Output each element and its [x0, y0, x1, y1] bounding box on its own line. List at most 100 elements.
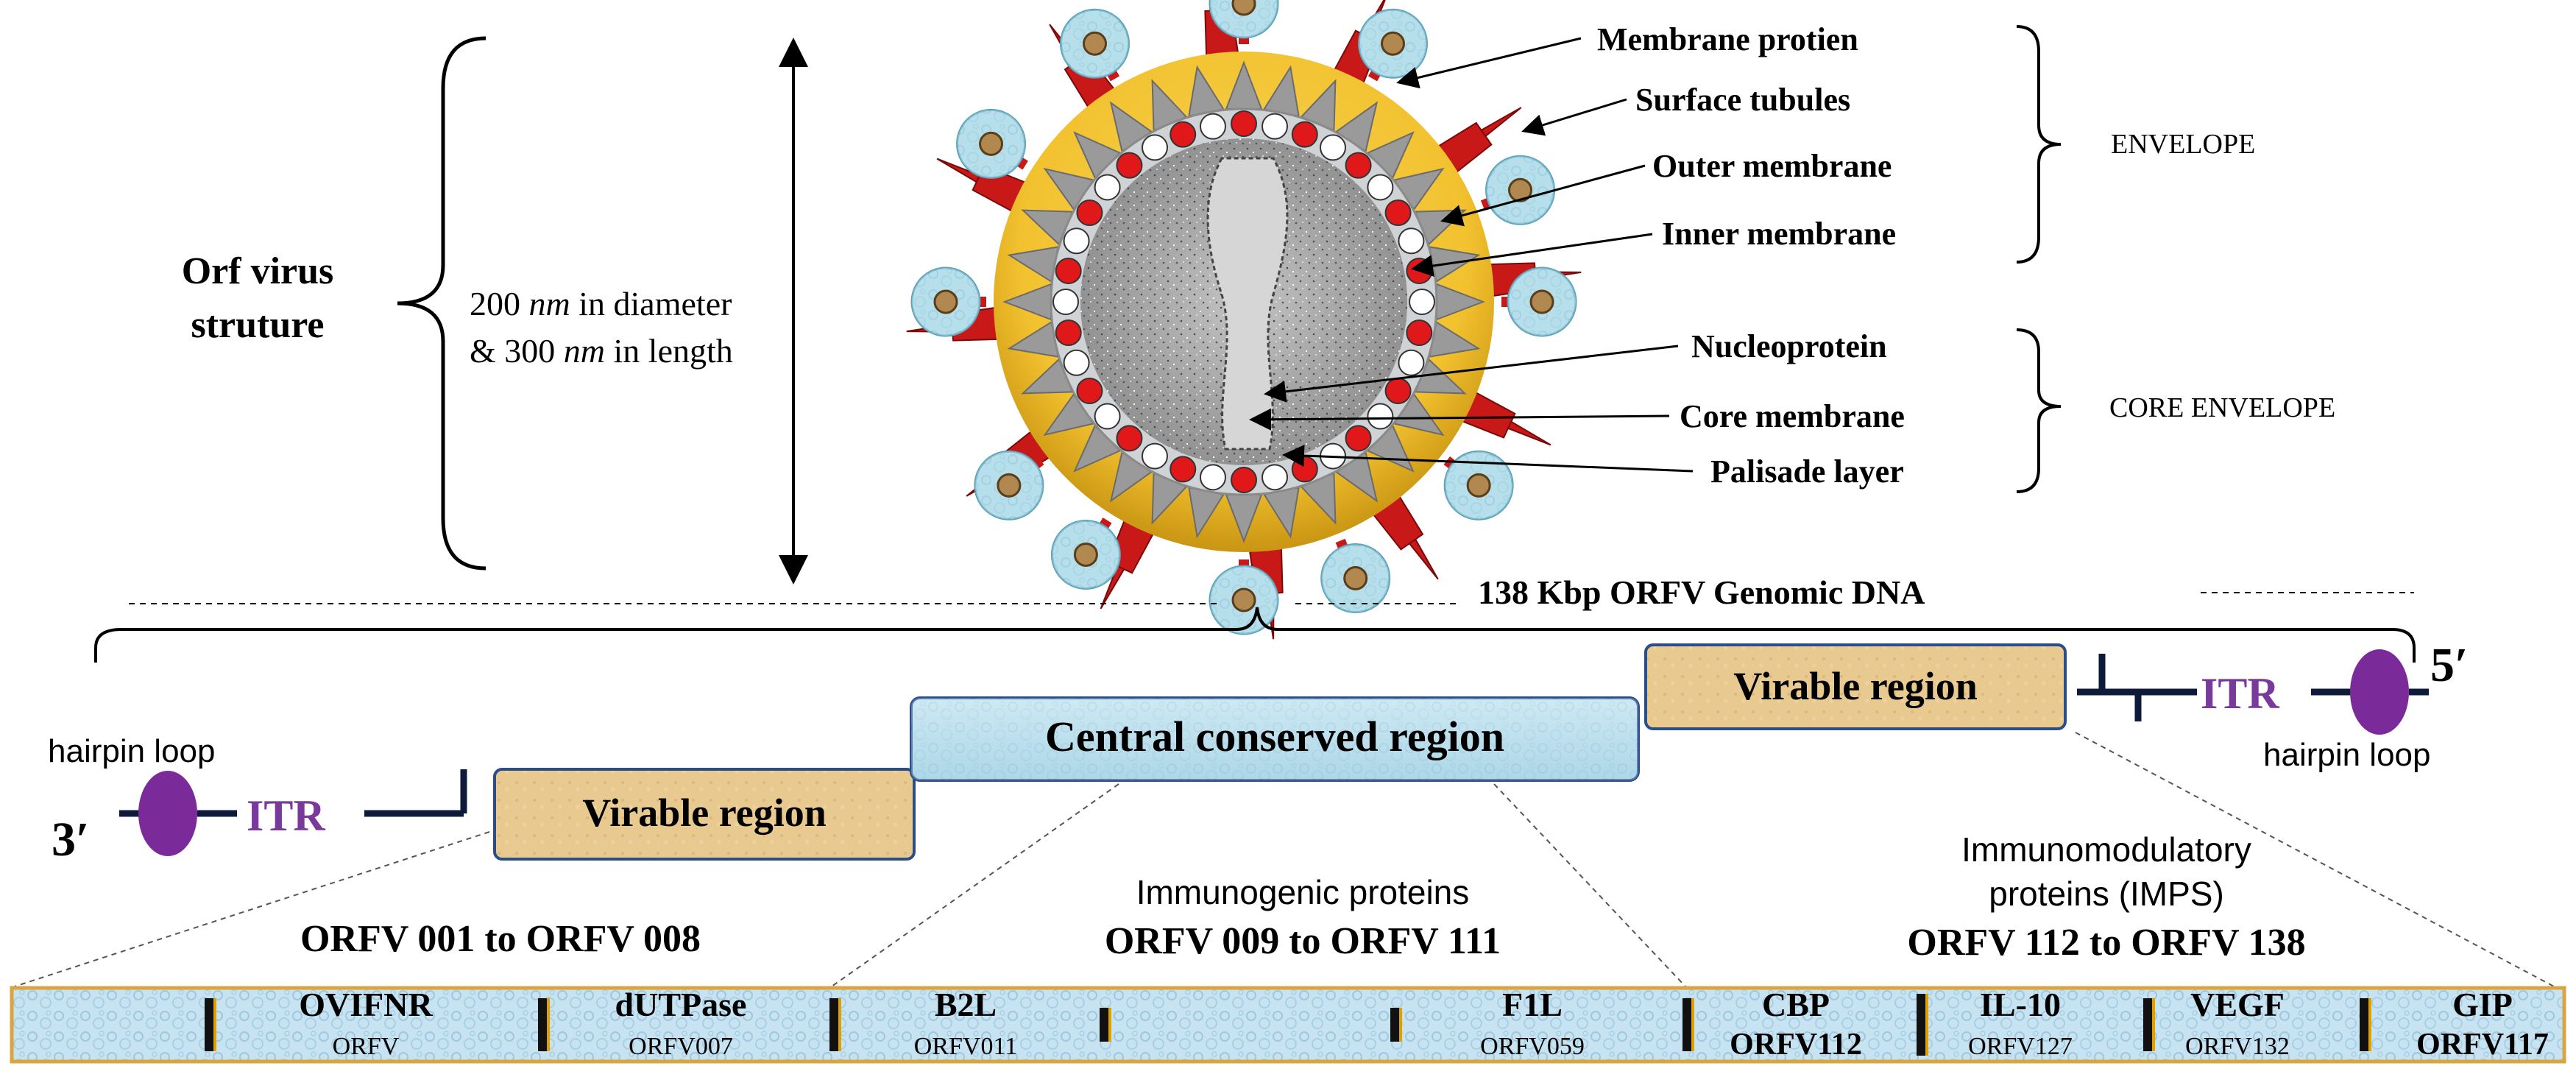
variable-region-left-label: Virable region	[582, 791, 826, 835]
palisade-dot	[1345, 425, 1372, 452]
label-outer-membrane: Outer membrane	[1652, 148, 1892, 184]
palisade-dot	[1291, 121, 1318, 148]
palisade-dot	[1398, 227, 1425, 255]
protein-core	[1073, 542, 1098, 567]
palisade-dot	[1063, 227, 1090, 255]
label-core-envelope: CORE ENVELOPE	[2109, 392, 2335, 423]
protein-core	[979, 131, 1004, 156]
hairpin-loop-right: hairpin loop	[2263, 737, 2431, 773]
group-left-range: ORFV 001 to ORFV 008	[300, 918, 701, 960]
gene-divider-highlight	[838, 998, 841, 1051]
variable-region-left	[493, 768, 916, 861]
inner-spike-layer	[1002, 60, 1485, 543]
gene-divider-highlight	[2368, 998, 2371, 1051]
group-middle-caption: Immunogenic proteins	[1136, 873, 1470, 911]
gene-divider	[538, 998, 547, 1051]
palisade-dot	[1055, 319, 1082, 347]
gene-id: ORFV	[333, 1033, 400, 1060]
group-right-range: ORFV 112 to ORFV 138	[1907, 922, 2305, 964]
gene-id: ORFV011	[914, 1033, 1017, 1060]
structure-title-line2: struture	[191, 304, 324, 346]
label-palisade-layer: Palisade layer	[1710, 453, 1904, 490]
end-3prime: 3′	[52, 813, 90, 866]
palisade-dot	[1262, 464, 1289, 491]
structure-title-line1: Orf virus	[182, 250, 334, 292]
gene-divider-highlight	[1399, 1008, 1402, 1042]
palisade-dot	[1409, 289, 1435, 315]
palisade-dot	[1406, 257, 1433, 284]
gene-divider-highlight	[2152, 998, 2155, 1051]
gene-bar	[10, 986, 2566, 1064]
protein-head-texture	[1210, 0, 1278, 38]
gene-id: ORFV112	[1730, 1028, 1862, 1062]
gene-name: VEGF	[2190, 986, 2285, 1023]
spike	[1368, 490, 1439, 580]
palisade-dot	[1367, 403, 1394, 430]
membrane-protein-heads	[910, 0, 1577, 635]
gene-divider-highlight	[1108, 1008, 1111, 1042]
gene-divider	[1100, 1008, 1108, 1042]
protein-core	[1343, 566, 1368, 591]
envelope-brace	[2016, 25, 2062, 264]
nucleoprotein-shape	[1206, 157, 1289, 451]
group-right-caption-2: proteins (IMPS)	[1989, 875, 2224, 913]
palisade-dot	[1076, 378, 1103, 404]
palisade-dot	[1398, 349, 1425, 376]
structure-brace	[397, 36, 486, 571]
gene-divider	[1917, 994, 1925, 1056]
palisade-dot	[1345, 152, 1372, 179]
palisade-dot	[1170, 456, 1197, 483]
palisade-dot	[1116, 152, 1143, 179]
protein-core	[1508, 177, 1533, 202]
palisade-dots	[1052, 110, 1435, 493]
palisade-dot	[1142, 442, 1168, 470]
palisade-dot	[1076, 199, 1103, 226]
palisade-dot	[1094, 174, 1121, 201]
gene-name: B2L	[935, 986, 997, 1023]
palisade-dot	[1094, 403, 1121, 430]
gene-divider	[1390, 1008, 1399, 1042]
gene-id: ORFV132	[2185, 1033, 2290, 1060]
gene-id: ORFV059	[1480, 1033, 1585, 1060]
central-region-label: Central conserved region	[1045, 713, 1504, 760]
group-right-caption-1: Immunomodulatory	[1961, 830, 2251, 869]
size-line1: 200 nm in diameter	[470, 285, 732, 322]
gene-divider	[1682, 998, 1691, 1051]
genome-title: 138 Kbp ORFV Genomic DNA	[1478, 573, 1925, 611]
hairpin-loop-left: hairpin loop	[48, 733, 216, 769]
gene-name: OVIFNR	[299, 986, 433, 1023]
gene-divider	[2360, 998, 2368, 1051]
label-envelope: ENVELOPE	[2111, 129, 2255, 160]
gene-id: ORFV117	[2416, 1028, 2549, 1062]
group-middle-range: ORFV 009 to ORFV 111	[1105, 920, 1501, 962]
variable-region-right-label: Virable region	[1733, 664, 1977, 708]
gene-divider	[829, 998, 838, 1051]
palisade-dot	[1320, 134, 1346, 161]
protein-core	[1381, 31, 1405, 56]
label-core-membrane: Core membrane	[1680, 398, 1905, 434]
protein-core	[1231, 587, 1256, 612]
virion-illustration	[906, 0, 1582, 640]
palisade-dot	[1262, 113, 1289, 140]
gene-name: F1L	[1502, 986, 1563, 1023]
gene-id: ORFV007	[629, 1033, 733, 1060]
palisade-dot	[1406, 319, 1433, 347]
hairpin-loop-right-shape	[2350, 649, 2409, 735]
gene-divider-highlight	[547, 998, 550, 1051]
protein-core	[1529, 289, 1554, 314]
label-surface-tubules: Surface tubules	[1635, 82, 1850, 118]
protein-core	[933, 289, 958, 314]
palisade-dot	[1052, 289, 1079, 315]
palisade-dot	[1384, 378, 1412, 404]
gene-divider	[2143, 998, 2152, 1051]
gene-dividers	[205, 994, 2371, 1056]
label-nucleoprotein: Nucleoprotein	[1691, 328, 1887, 364]
gene-name: CBP	[1762, 986, 1830, 1023]
gene-name: dUTPase	[615, 986, 747, 1023]
label-inner-membrane: Inner membrane	[1662, 216, 1896, 252]
size-line2: & 300 nm in length	[470, 332, 733, 370]
label-membrane-protein: Membrane protien	[1597, 21, 1858, 57]
hairpin-loop-left-shape	[138, 771, 197, 856]
gene-divider-highlight	[1925, 994, 1928, 1056]
